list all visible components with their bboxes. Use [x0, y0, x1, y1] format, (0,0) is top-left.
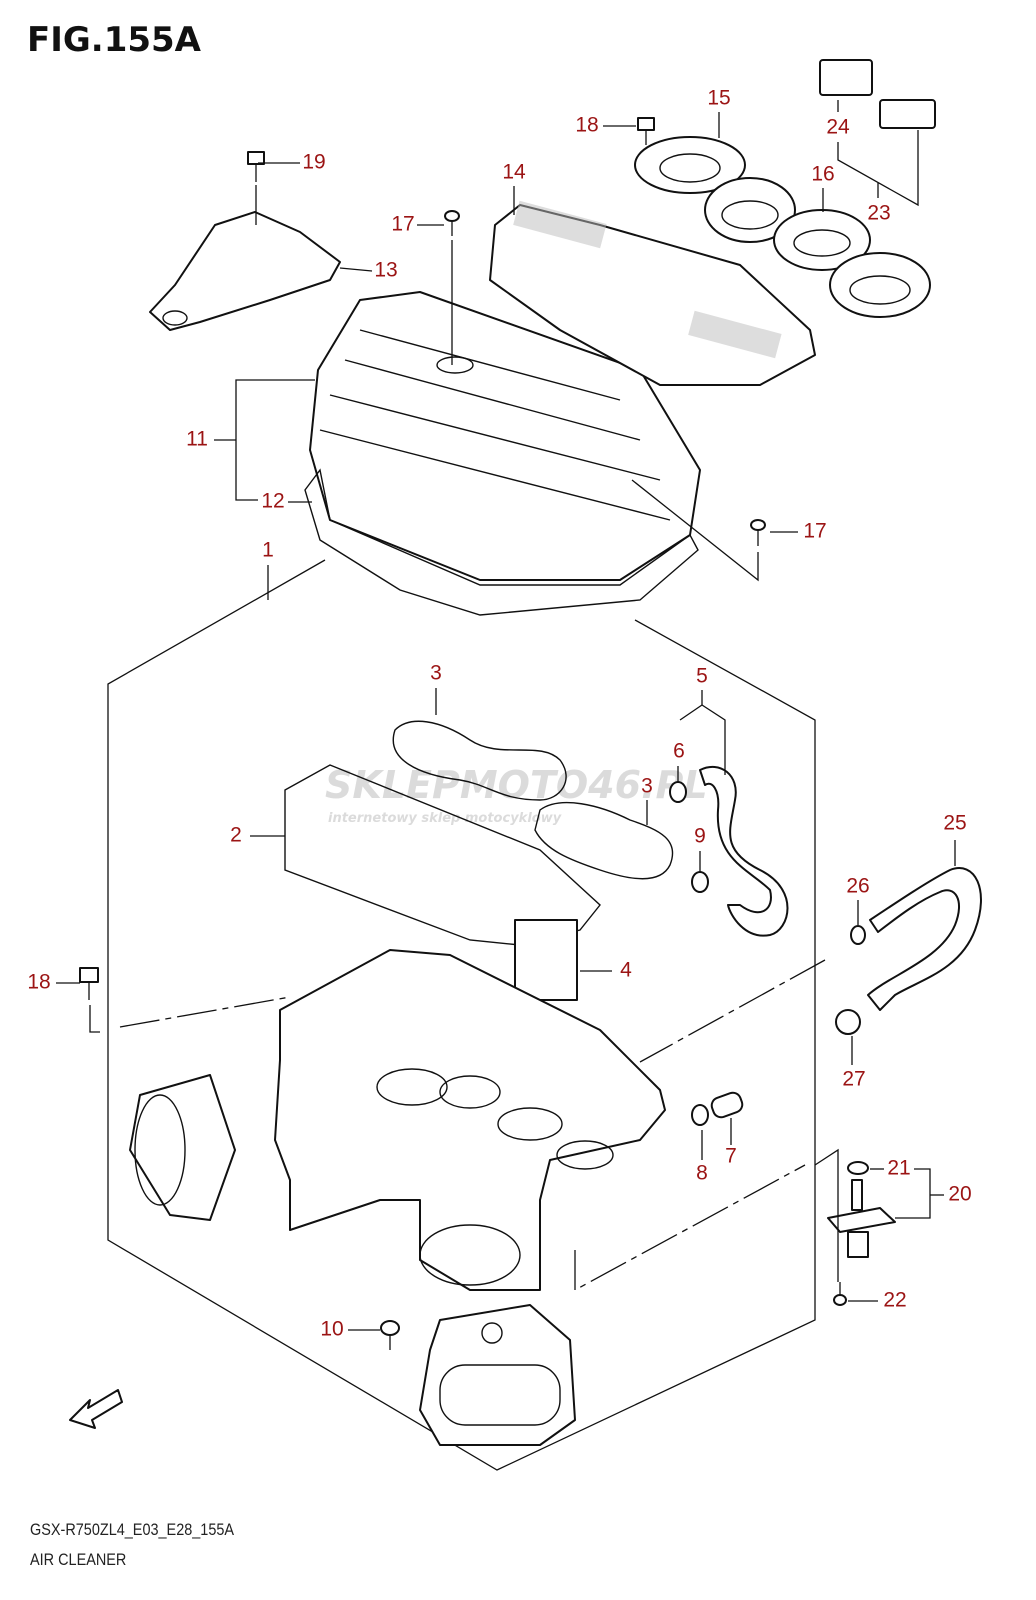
callout-3: 3: [430, 662, 442, 685]
part-23-sensor[interactable]: [879, 99, 936, 129]
callout-21: 21: [887, 1157, 910, 1180]
callout-25: 25: [943, 812, 966, 835]
part-17-screw-right[interactable]: [750, 519, 766, 546]
watermark-brand: SKLEPMOTO46.PL: [325, 763, 708, 807]
part-3-seal-2[interactable]: [534, 802, 674, 880]
part-15-funnel[interactable]: [634, 136, 796, 243]
part-4-filter[interactable]: [514, 919, 578, 1001]
part-9-clamp[interactable]: [691, 871, 709, 893]
part-21-o-ring[interactable]: [847, 1161, 869, 1175]
part-18-bolt[interactable]: [637, 117, 655, 145]
part-5-hose[interactable]: [699, 765, 789, 937]
part-22-screw[interactable]: [833, 1282, 847, 1306]
callout-5: 5: [696, 665, 708, 688]
watermark-tagline: internetowy sklep motocyklowy: [328, 811, 562, 826]
callout-18b: 18: [27, 971, 50, 994]
callout-17b: 17: [803, 520, 826, 543]
part-27-clamp[interactable]: [835, 1009, 861, 1035]
callout-24: 24: [826, 116, 850, 139]
callout-20: 20: [948, 1183, 971, 1206]
part-10-rivet[interactable]: [380, 1320, 400, 1350]
part-3-seal[interactable]: [392, 720, 567, 801]
callout-3b: 3: [641, 775, 653, 798]
intake-bottom[interactable]: [419, 1304, 576, 1446]
callout-14: 14: [502, 161, 526, 184]
figure-title: FIG.155A: [27, 20, 201, 60]
callout-19: 19: [302, 151, 325, 174]
part-20-sensor[interactable]: [827, 1179, 896, 1258]
diagram-name: AIR CLEANER: [30, 1550, 127, 1569]
callout-11: 11: [186, 428, 208, 451]
part-19-bolt[interactable]: [247, 151, 265, 182]
callout-8: 8: [696, 1162, 708, 1185]
diagram-code: GSX-R750ZL4_E03_E28_155A: [30, 1520, 235, 1539]
callout-17: 17: [391, 213, 414, 236]
part-1-outline: [107, 559, 816, 1471]
part-7-cap[interactable]: [709, 1090, 744, 1119]
part-25-hose[interactable]: [867, 867, 982, 1011]
callout-22: 22: [883, 1289, 906, 1312]
callout-18: 18: [575, 114, 598, 137]
callout-6: 6: [673, 740, 685, 763]
intake-left[interactable]: [129, 1074, 236, 1221]
watermark: SKLEPMOTO46.PL internetowy sklep motocyk…: [325, 763, 708, 826]
part-18-bolt-left[interactable]: [79, 967, 99, 1000]
callout-4: 4: [620, 959, 632, 982]
callout-12: 12: [261, 490, 284, 513]
callout-9: 9: [694, 825, 706, 848]
callout-15: 15: [707, 87, 730, 110]
callout-23: 23: [867, 202, 890, 225]
callout-27: 27: [842, 1068, 865, 1091]
callout-16: 16: [811, 163, 834, 186]
callout-13: 13: [374, 259, 397, 282]
part-6-clamp[interactable]: [669, 781, 687, 803]
callout-26: 26: [846, 875, 869, 898]
callout-1: 1: [262, 539, 274, 562]
part-26-clamp[interactable]: [850, 925, 866, 945]
part-12-gasket[interactable]: [304, 468, 699, 616]
part-8-clamp[interactable]: [691, 1104, 709, 1126]
part-2-gasket[interactable]: [284, 764, 601, 946]
part-17-screw[interactable]: [444, 210, 460, 236]
fwd-arrow-icon: [69, 1389, 123, 1429]
callout-7: 7: [725, 1145, 737, 1168]
callout-2: 2: [230, 824, 242, 847]
part-13-bracket[interactable]: [149, 211, 341, 331]
part-16-funnel[interactable]: [773, 209, 931, 318]
air-cleaner-housing[interactable]: [274, 949, 666, 1291]
callout-10: 10: [320, 1318, 343, 1341]
part-24-connector-cover[interactable]: [819, 59, 873, 96]
